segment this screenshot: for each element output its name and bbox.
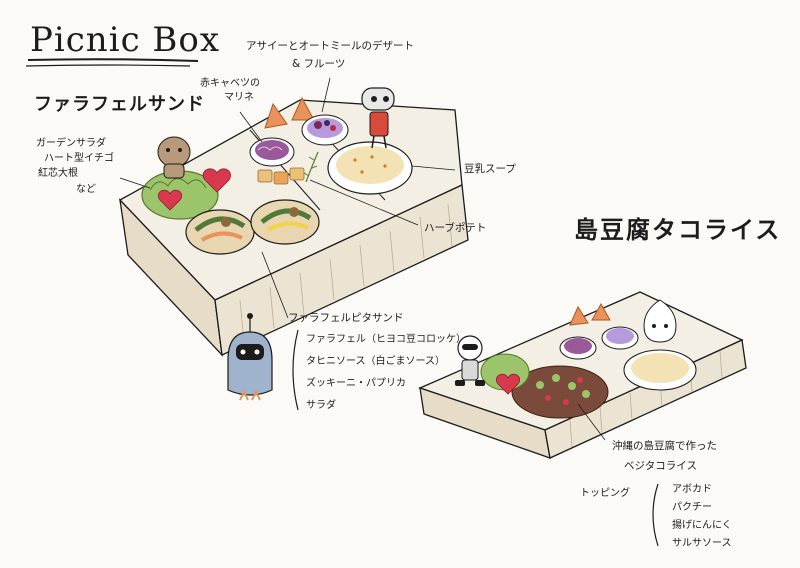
pita-sandwich-1 [185, 209, 255, 255]
box1-drawing [118, 77, 469, 357]
sandwich-item-2: タヒニソース（白ごまソース） [306, 356, 445, 367]
title-underline-2 [25, 64, 191, 67]
strawberry-heart-3 [496, 373, 520, 395]
topping-item-4: サルサソース [672, 538, 732, 549]
sandwich-item-1: ファラフェル（ヒヨコ豆コロッケ） [306, 334, 466, 345]
topping-label: トッピング [580, 488, 630, 499]
label-marinade-line1: 赤キャベツの [200, 78, 260, 89]
red-cabbage-cup [249, 137, 295, 167]
robot-standalone [227, 313, 273, 401]
soy-milk-soup [327, 141, 413, 195]
herb-potatoes [257, 151, 319, 185]
strawberry-heart-2 [202, 168, 231, 193]
robot-1 [361, 87, 395, 149]
red-cabbage-2 [564, 338, 592, 354]
box1-heading: ファラフェルサンド [34, 94, 205, 115]
box1-front-wall [214, 184, 469, 356]
label-garden-line3: 紅芯大根 [38, 168, 78, 179]
label-potato: ハーブポテト [424, 222, 487, 234]
robot-4 [455, 335, 485, 386]
bracket-sandwich [292, 329, 299, 411]
sandwich-title: ファラフェルピタサンド [288, 312, 404, 324]
pita-sandwich-2 [250, 199, 320, 245]
bracket-topping [652, 483, 659, 547]
label-marinade-line2: マリネ [224, 92, 254, 103]
robot-2 [157, 136, 191, 179]
label-dessert-line1: アサイーとオートミールのデザート [246, 40, 414, 52]
label-garden-line4: など [76, 184, 96, 195]
topping-item-1: アボカド [672, 484, 712, 495]
robot-3 [643, 299, 677, 343]
soup-2 [631, 353, 689, 383]
title-underline [27, 58, 199, 62]
box2-drawing [418, 291, 747, 459]
label-garden-line1: ガーデンサラダ [36, 138, 106, 149]
topping-item-2: パクチー [672, 502, 712, 513]
label-soup: 豆乳スープ [464, 163, 516, 175]
taco-rice [511, 365, 609, 419]
box2-label-line1: 沖縄の島豆腐で作った [612, 440, 717, 452]
acai-2 [606, 328, 634, 344]
page-title: Picnic Box [30, 20, 221, 60]
strawberry-heart-1 [158, 189, 182, 211]
box2-heading: 島豆腐タコライス [574, 216, 782, 244]
topping-item-3: 揚げにんにく [672, 520, 732, 531]
sandwich-item-4: サラダ [306, 400, 336, 411]
label-garden-line2: ハート型イチゴ [44, 153, 114, 164]
orange-slice-2 [291, 96, 315, 121]
box2-label-line2: ベジタコライス [624, 460, 697, 472]
sandwich-item-3: ズッキーニ・パプリカ [306, 378, 406, 389]
label-dessert-line2: & フルーツ [292, 58, 346, 70]
acai-cup [301, 114, 349, 146]
orange-slice-1 [264, 102, 288, 129]
